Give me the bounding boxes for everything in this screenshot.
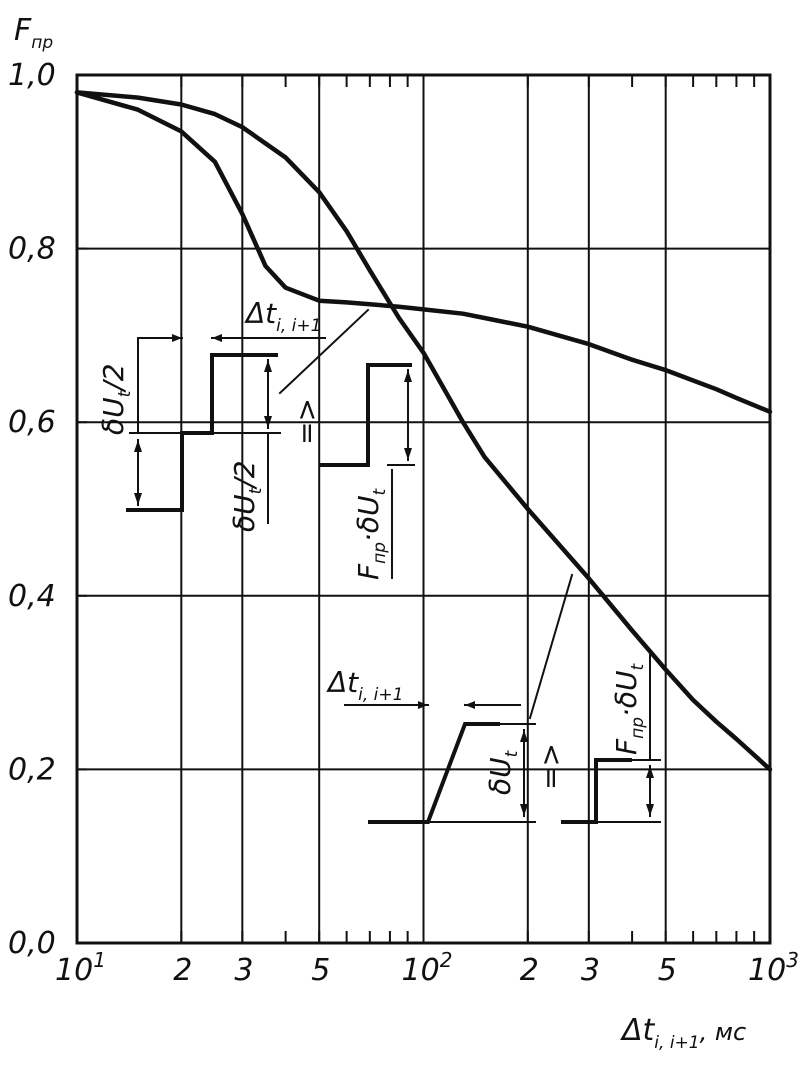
y-tick-label: 0,8: [8, 232, 56, 267]
lower-ramp: [368, 722, 500, 824]
x-tick-label: 3: [581, 953, 600, 988]
y-tick-label: 0,4: [8, 579, 56, 614]
upper-dt-label: Δti, i+1: [244, 297, 321, 336]
x-tick-label: 2: [173, 953, 192, 988]
upper-right-dim-arrow-bottom: [264, 416, 272, 428]
lower-equiv-step: [561, 758, 632, 824]
upper-equiv-dim-arrow-bottom: [404, 448, 412, 460]
lower-dt-arrowhead-left: [418, 701, 428, 709]
lower-dt-arrowhead-right: [465, 701, 475, 709]
lower-equiv-dim-arrow-bottom: [646, 804, 654, 816]
x-tick-label: 101: [55, 948, 106, 988]
upper-half-right-label: δUt/2: [228, 460, 266, 532]
upper-inset: Δti, i+1 δUt/2 δUt/2 => Fпр·δUt: [97, 297, 415, 580]
x-tick-label: 2: [520, 953, 539, 988]
y-tick-labels: 0,0 0,2 0,4 0,6 0,8 1,0: [8, 58, 56, 961]
plot-frame: [75, 73, 772, 945]
lower-equiv: =>: [534, 743, 567, 790]
upper-equiv-step: [320, 363, 412, 467]
lower-leader: [528, 573, 574, 720]
x-tick-label: 103: [748, 948, 799, 988]
upper-equiv: =>: [290, 398, 323, 445]
y-tick-label: 0,2: [8, 752, 56, 787]
x-tick-label: 3: [234, 953, 253, 988]
upper-left-dim-arrow-top: [134, 440, 142, 452]
lower-equiv-dim-arrow-top: [646, 766, 654, 778]
plot-border: [75, 73, 772, 945]
y-tick-label: 1,0: [8, 58, 56, 93]
x-tick-label: 5: [658, 953, 677, 988]
lower-result-label: Fпр·δUt: [610, 662, 648, 755]
upper-equiv-dim-arrow-top: [404, 370, 412, 382]
x-tick-label: 5: [311, 953, 330, 988]
upper-neg-step: [126, 431, 184, 512]
series-line-1: [74, 90, 773, 415]
upper-pos-step: [180, 353, 278, 435]
x-axis-label: Δti, i+1, мс: [620, 1013, 746, 1053]
upper-right-dim-arrow-top: [264, 360, 272, 372]
lower-step-label: δUt: [484, 749, 522, 795]
x-tick-label: 102: [402, 948, 453, 988]
lower-inset: Δti, i+1 δUt => Fпр·δUt: [326, 573, 661, 824]
upper-dt-arrowhead-left: [172, 334, 182, 342]
lower-ramp-dim-arrow-top: [520, 730, 528, 742]
lower-dt-label: Δti, i+1: [326, 666, 403, 705]
y-axis-label: Fпр: [14, 13, 53, 53]
upper-left-dim-arrow-bottom: [134, 493, 142, 505]
upper-dt-arrowhead-right: [212, 334, 222, 342]
x-tick-labels: 101 102 103 2 3 5 2 3 5: [55, 948, 799, 988]
y-tick-label: 0,0: [8, 926, 56, 961]
curves: [74, 90, 773, 772]
upper-half-left-label: δUt/2: [97, 363, 135, 435]
lower-ramp-dim-arrow-bottom: [520, 804, 528, 816]
upper-result-label: Fпр·δUt: [352, 487, 390, 580]
series-line-2: [74, 90, 773, 772]
y-tick-label: 0,6: [8, 405, 56, 440]
upper-leader: [278, 308, 370, 395]
